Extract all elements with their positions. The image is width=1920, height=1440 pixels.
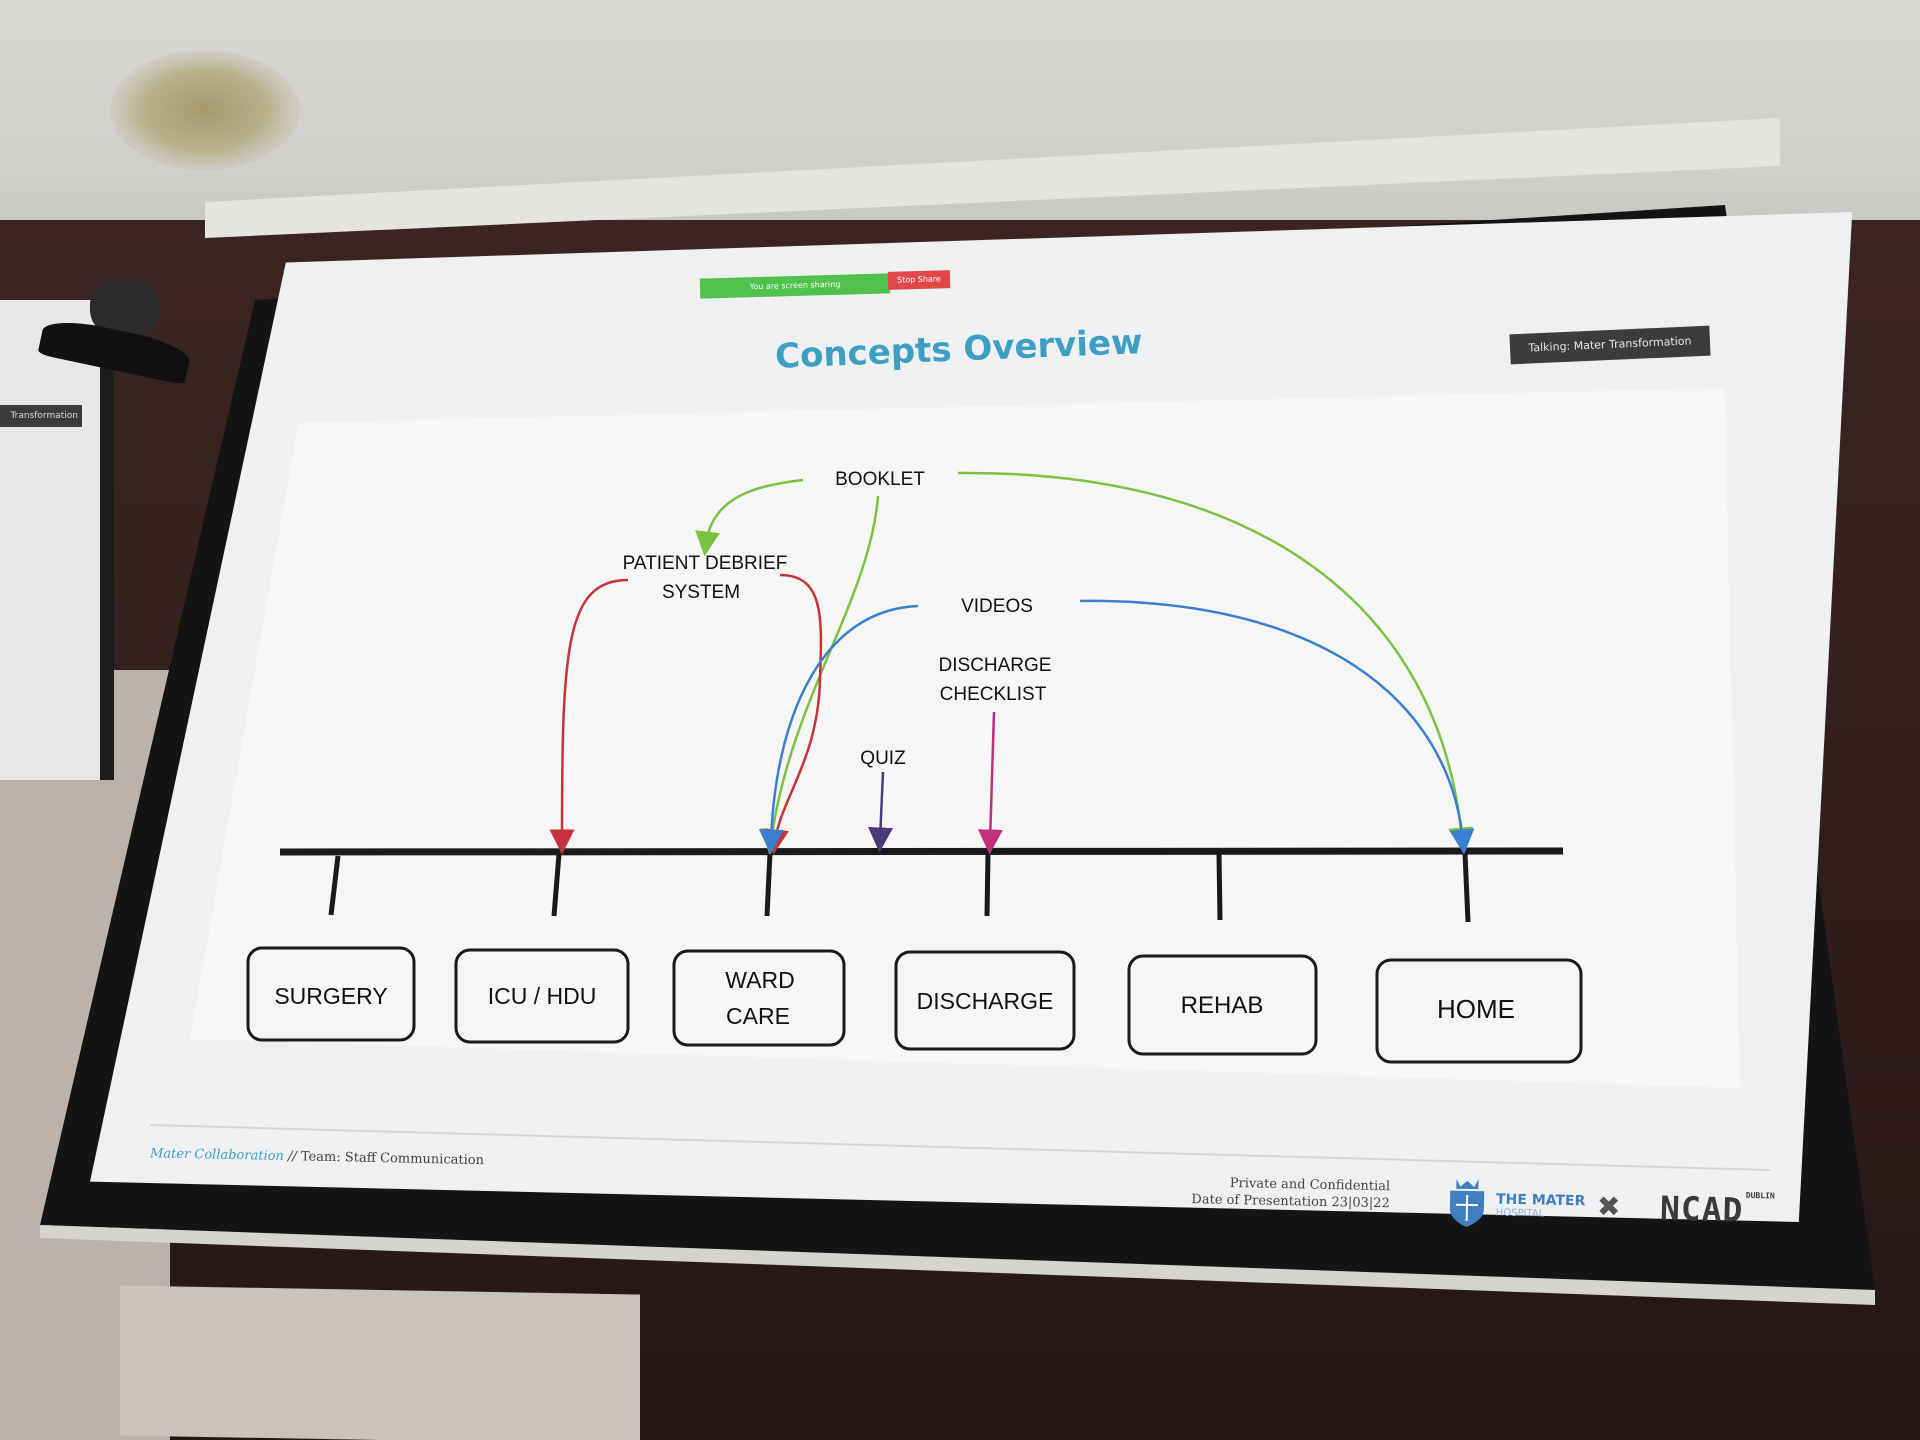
stage-label-ward-line2: CARE [726,1003,790,1029]
footer-project-name: Mater Collaboration [149,1146,285,1165]
concept-quiz: QUIZ [860,748,906,769]
concept-checklist-line2: CHECKLIST [940,684,1047,705]
arrow-videos-to-home [1079,599,1475,855]
mater-logo-sub: HOSPITAL [1495,1207,1545,1220]
footer-separator: // [283,1149,302,1165]
stage-label-discharge: DISCHARGE [917,988,1054,1014]
arrow-debrief-to-ward [764,573,823,855]
arrow-booklet-to-ward [760,495,880,855]
ncad-logo-text: NCAD [1659,1188,1744,1230]
concept-checklist-line1: DISCHARGE [939,655,1052,676]
concept-booklet: BOOKLET [835,469,925,490]
tick-ward [764,852,773,917]
timeline [279,847,1564,856]
footer-confidential: Private and Confidential Date of Present… [1170,1174,1391,1213]
stage-box-home [1375,958,1583,1064]
tick-discharge [984,852,991,917]
arrow-quiz-to-timeline [868,771,894,853]
stage-box-surgery [246,946,416,1042]
side-screen [0,300,114,780]
arrow-booklet-to-home [957,471,1474,853]
concept-debrief-line2: SYSTEM [662,582,740,603]
arrow-debrief-to-icu [549,578,629,855]
stage-label-icu: ICU / HDU [488,983,597,1009]
stage-label-surgery: SURGERY [274,983,387,1009]
stage-label-rehab: REHAB [1181,992,1264,1019]
stage-box-rehab [1127,954,1318,1056]
tick-rehab [1216,852,1223,921]
tick-home [1462,852,1471,923]
diagram-panel [190,388,1740,1088]
concept-debrief-line1: PATIENT DEBRIEF [623,553,788,574]
stage-box-icu [454,948,630,1044]
arrow-videos-to-ward [758,604,919,855]
stage-box-discharge [894,950,1076,1051]
collaboration-cross-icon: ✖ [1597,1190,1621,1223]
stage-label-ward-line1: WARD [725,967,794,993]
stage-label-home: HOME [1437,994,1515,1024]
ncad-logo-sub: DUBLIN [1745,1190,1775,1201]
arrow-checklist-to-discharge [977,711,1003,855]
arrow-booklet-to-debrief [695,478,804,557]
ceiling-stain [110,50,300,170]
mater-shield-icon [1449,1178,1485,1227]
mater-logo-name: THE MATER [1495,1191,1586,1210]
concept-videos: VIDEOS [961,596,1033,617]
tick-icu [551,853,562,917]
stage-box-ward [672,949,846,1047]
mater-hospital-logo: THE MATER HOSPITAL [1445,1176,1591,1231]
footer-rule [149,1124,1771,1171]
side-screen-label: Transformation [0,405,82,427]
tick-surgery [328,855,341,916]
